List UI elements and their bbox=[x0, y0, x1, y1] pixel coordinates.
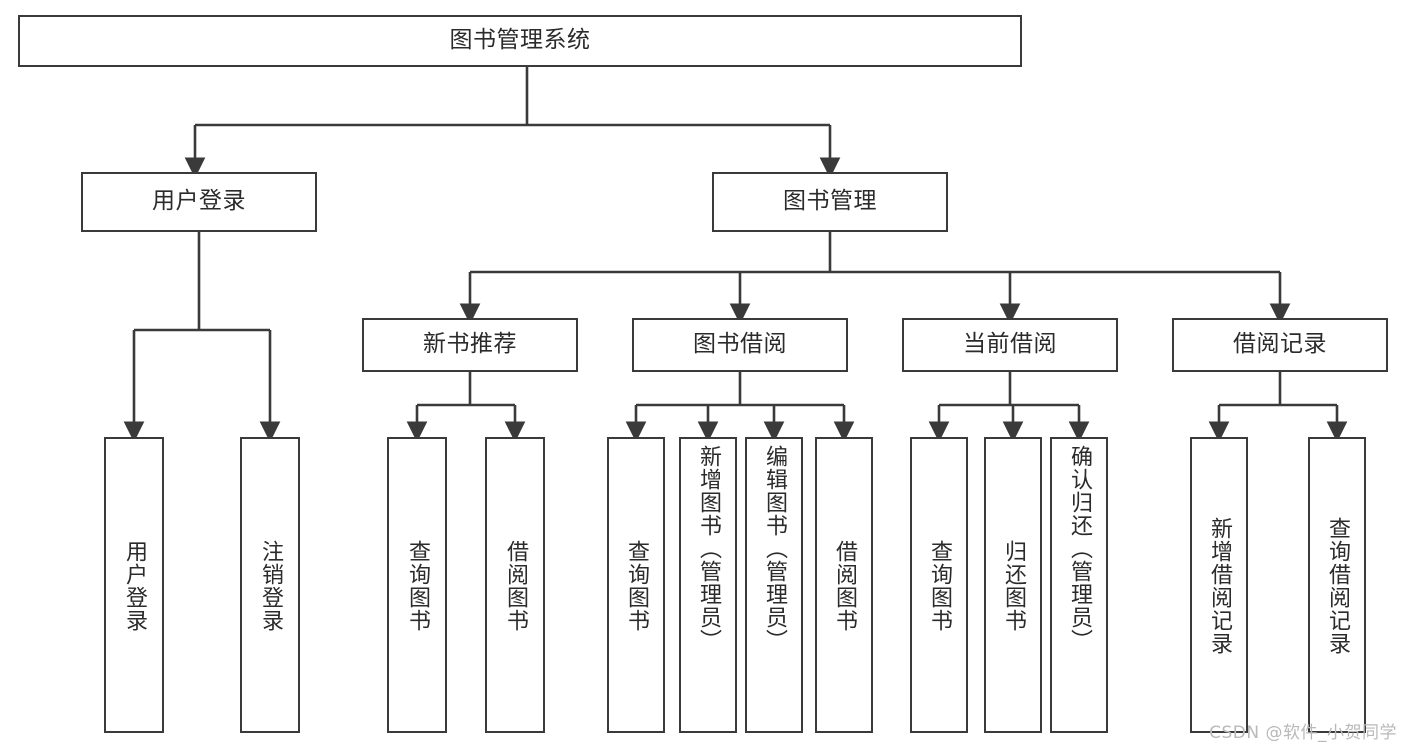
node-borrow-record[interactable]: 借阅记录 bbox=[1172, 318, 1388, 372]
node-book-borrow-label: 图书借阅 bbox=[693, 331, 787, 358]
leaf-logout[interactable]: 注销登录 bbox=[240, 437, 300, 733]
leaf-confirm-return[interactable]: 确认归还（管理员） bbox=[1050, 437, 1108, 733]
node-root[interactable]: 图书管理系统 bbox=[18, 15, 1022, 67]
node-current-borrow[interactable]: 当前借阅 bbox=[902, 318, 1118, 372]
leaf-query-record[interactable]: 查询借阅记录 bbox=[1308, 437, 1366, 733]
node-user-login[interactable]: 用户登录 bbox=[81, 172, 317, 232]
leaf-confirm-return-label: 确认归还（管理员） bbox=[1066, 445, 1092, 652]
leaf-borrow-book-1[interactable]: 借阅图书 bbox=[485, 437, 545, 733]
node-new-book-recommend-label: 新书推荐 bbox=[423, 331, 517, 358]
node-book-borrow[interactable]: 图书借阅 bbox=[632, 318, 848, 372]
leaf-return-book-label: 归还图书 bbox=[1000, 540, 1026, 632]
leaf-return-book[interactable]: 归还图书 bbox=[984, 437, 1042, 733]
leaf-add-book-label: 新增图书（管理员） bbox=[695, 445, 721, 652]
leaf-query-book-3[interactable]: 查询图书 bbox=[910, 437, 968, 733]
leaf-borrow-book-2-label: 借阅图书 bbox=[831, 540, 857, 632]
leaf-add-record-label: 新增借阅记录 bbox=[1206, 517, 1232, 655]
leaf-add-book[interactable]: 新增图书（管理员） bbox=[679, 437, 737, 733]
leaf-edit-book-label: 编辑图书（管理员） bbox=[761, 445, 787, 652]
node-borrow-record-label: 借阅记录 bbox=[1233, 331, 1327, 358]
leaf-logout-label: 注销登录 bbox=[257, 540, 283, 632]
leaf-user-login-label: 用户登录 bbox=[121, 540, 147, 632]
leaf-query-book-1-label: 查询图书 bbox=[404, 540, 430, 632]
leaf-user-login[interactable]: 用户登录 bbox=[104, 437, 164, 733]
leaf-edit-book[interactable]: 编辑图书（管理员） bbox=[745, 437, 803, 733]
leaf-borrow-book-2[interactable]: 借阅图书 bbox=[815, 437, 873, 733]
leaf-borrow-book-1-label: 借阅图书 bbox=[502, 540, 528, 632]
leaf-add-record[interactable]: 新增借阅记录 bbox=[1190, 437, 1248, 733]
csdn-watermark: CSDN @软件_小贺同学 bbox=[1209, 723, 1397, 743]
node-root-label: 图书管理系统 bbox=[449, 27, 591, 54]
leaf-query-book-1[interactable]: 查询图书 bbox=[387, 437, 447, 733]
leaf-query-record-label: 查询借阅记录 bbox=[1324, 517, 1350, 655]
node-new-book-recommend[interactable]: 新书推荐 bbox=[362, 318, 578, 372]
node-book-manage[interactable]: 图书管理 bbox=[712, 172, 948, 232]
node-user-login-label: 用户登录 bbox=[152, 188, 246, 215]
node-current-borrow-label: 当前借阅 bbox=[963, 331, 1057, 358]
leaf-query-book-2-label: 查询图书 bbox=[623, 540, 649, 632]
leaf-query-book-3-label: 查询图书 bbox=[926, 540, 952, 632]
leaf-query-book-2[interactable]: 查询图书 bbox=[607, 437, 665, 733]
node-book-manage-label: 图书管理 bbox=[783, 188, 877, 215]
